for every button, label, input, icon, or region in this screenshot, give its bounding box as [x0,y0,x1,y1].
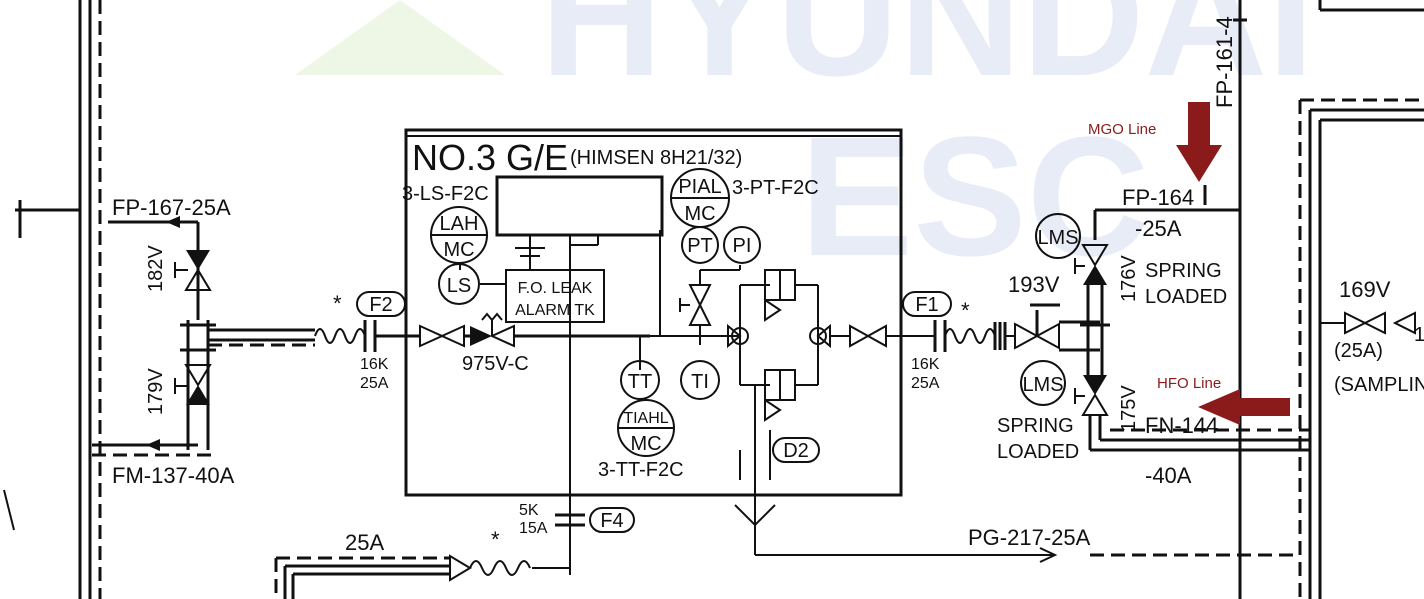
v176-label: 176V [1118,255,1140,302]
spring-loaded-upper-1: SPRING [1145,260,1222,282]
hfo-arrow-icon [1198,389,1290,425]
lah-mc-label: MC [443,239,474,261]
ti-label: TI [691,371,709,393]
fp164-label: FP-164 [1122,185,1194,210]
v193-label: 193V [1008,272,1060,297]
fp164-size-label: -25A [1135,216,1182,241]
pi-label: PI [733,235,752,257]
pi-instrument [723,226,761,264]
engine-valve-network [639,230,935,480]
watermark-logo-shape [295,0,505,75]
engine-model: (HIMSEN 8H21/32) [570,147,742,169]
fn144-label: FN-144 [1145,413,1218,438]
asterisk-left: * [333,291,342,316]
tiahl-mc-label: MC [630,433,661,455]
lah-label: LAH [440,213,479,235]
instruments: LAH MC LS PIAL MC PT PI TT TI TIAHL MC L… [430,168,1081,457]
mgo-line-annotation: MGO Line [1088,121,1156,138]
tiahl-label: TIAHL [623,410,668,427]
v175-label: 175V [1118,385,1140,432]
hfo-line-annotation: HFO Line [1157,375,1221,392]
watermark-text-1: HYUNDAI [540,0,1314,112]
sampling-label: (SAMPLIN [1334,374,1424,396]
rating-16k-right: 16K [911,356,940,373]
mgo-arrow-icon [1176,102,1222,182]
d2-tag: D2 [783,440,809,462]
lms-instrument-upper [1035,213,1081,259]
tt-tag: 3-TT-F2C [598,459,684,481]
spring-loaded-lower-2: LOADED [997,441,1079,463]
v179-label: 179V [145,368,167,415]
engine-box [404,128,903,497]
pt-instrument [681,226,719,264]
lms-label-lower: LMS [1022,374,1063,396]
ti-instrument [680,360,720,400]
lms-instrument-lower [1020,360,1066,406]
f2-connection [314,312,650,352]
pt-label: PT [687,235,713,257]
rating-15a: 15A [519,520,548,537]
v169-label: 169V [1339,277,1391,302]
valve-975-label: 975V-C [462,353,529,375]
v169-size-label: (25A) [1334,340,1383,362]
ls-instrument [438,263,480,305]
right-section [933,0,1424,599]
f2-tag: F2 [369,294,392,316]
leak-tank-line2: ALARM TK [515,302,595,319]
watermark: HYUNDAI ESC [295,0,1314,292]
ls-label: LS [447,275,471,297]
sampling-1-label: 1 [1414,324,1424,346]
fm137-label: FM-137-40A [112,463,235,488]
v182-label: 182V [145,245,167,292]
tt-label: TT [628,371,652,393]
pt-tag: 3-PT-F2C [732,177,819,199]
line-25a-label: 25A [345,530,384,555]
spring-loaded-lower-1: SPRING [997,415,1074,437]
left-border [3,0,102,599]
pg217-label: PG-217-25A [968,525,1091,550]
ls-tag: 3-LS-F2C [402,183,489,205]
pial-mc-label: MC [684,203,715,225]
fn144-size-label: -40A [1145,463,1192,488]
spring-loaded-upper-2: LOADED [1145,286,1227,308]
annotation-arrows [1176,102,1290,425]
rating-25a-right: 25A [911,375,940,392]
fp161-label: FP-161-4 [1212,16,1237,108]
f1-tag: F1 [915,294,938,316]
bottom-lines [274,480,1300,599]
f4-tag: F4 [600,510,623,532]
rating-5k: 5K [519,502,539,519]
asterisk-bottom: * [491,527,500,552]
text-labels: NO.3 G/E (HIMSEN 8H21/32) 3-LS-F2C 3-PT-… [112,16,1424,555]
engine-title: NO.3 G/E [412,137,568,178]
pial-label: PIAL [678,176,721,198]
rating-16k-left: 16K [360,356,389,373]
leak-tank-line1: F.O. LEAK [518,280,593,297]
asterisk-right: * [961,298,970,323]
lms-label-upper: LMS [1037,227,1078,249]
flange-tags: F2 F1 F4 D2 [356,291,952,533]
fp167-label: FP-167-25A [112,195,231,220]
tt-instrument [620,360,660,400]
rating-25a-left: 25A [360,375,389,392]
left-branch [92,216,315,457]
